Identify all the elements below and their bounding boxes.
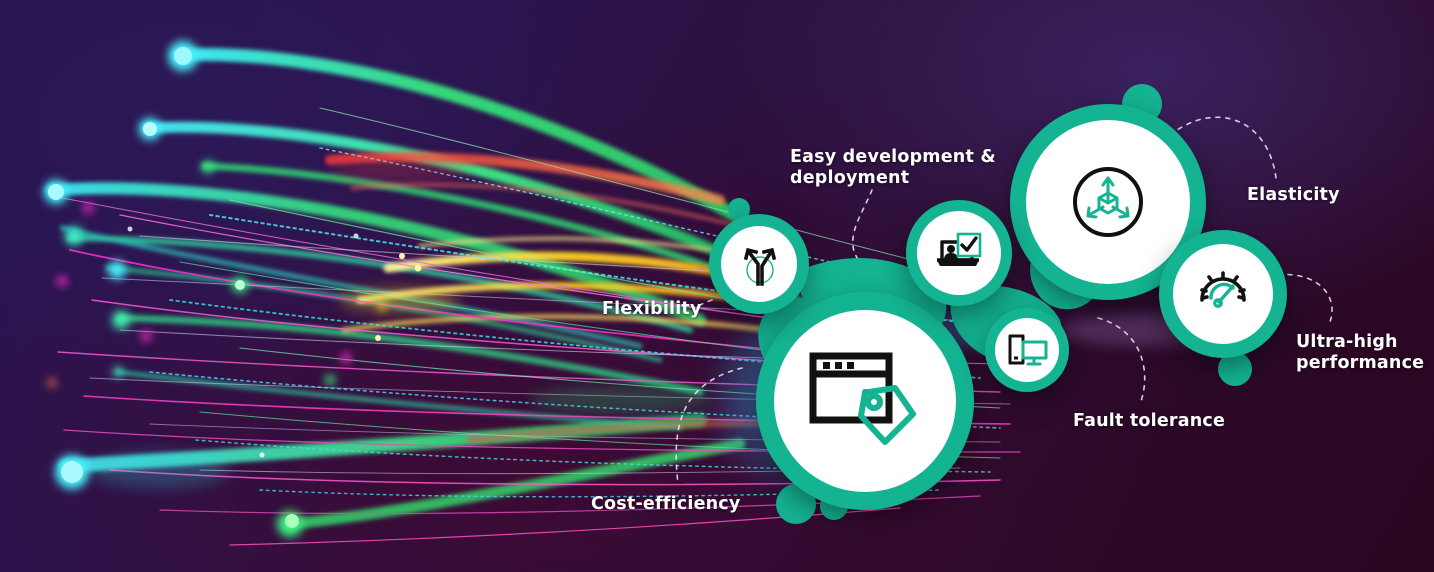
node-ultra-high[interactable] bbox=[1159, 230, 1287, 358]
connector-fault-tolerance bbox=[1097, 317, 1146, 405]
label-easy-dev: Easy development & deployment bbox=[790, 147, 996, 188]
label-fault-tolerance: Fault tolerance bbox=[1073, 411, 1226, 431]
label-cost-efficiency: Cost-efficiency bbox=[591, 494, 741, 514]
node-ultra-high-disc bbox=[1173, 244, 1273, 344]
laptop-check-icon bbox=[937, 232, 982, 266]
desktop-monitor-icon bbox=[1008, 334, 1048, 366]
connector-elasticity bbox=[1169, 116, 1277, 179]
label-elasticity: Elasticity bbox=[1247, 185, 1340, 205]
connector-cost-efficiency bbox=[675, 367, 743, 485]
node-fault-tolerance-disc bbox=[995, 318, 1059, 382]
speedometer-icon bbox=[1200, 271, 1246, 308]
fork-branch-icon bbox=[743, 247, 777, 286]
cube-arrows-icon bbox=[1073, 167, 1143, 237]
nub-flexibility-top bbox=[728, 198, 750, 220]
node-elasticity[interactable] bbox=[1010, 104, 1206, 300]
connector-easy-dev bbox=[851, 189, 873, 263]
node-easy-dev[interactable] bbox=[906, 200, 1012, 306]
node-fault-tolerance[interactable] bbox=[985, 308, 1069, 392]
connector-flexibility bbox=[697, 299, 713, 307]
node-cost-efficiency[interactable] bbox=[756, 292, 974, 510]
browser-tag-icon bbox=[809, 352, 916, 445]
label-ultra-high: Ultra-high performance bbox=[1296, 332, 1425, 373]
node-flexibility[interactable] bbox=[709, 214, 809, 314]
label-flexibility: Flexibility bbox=[602, 299, 702, 319]
